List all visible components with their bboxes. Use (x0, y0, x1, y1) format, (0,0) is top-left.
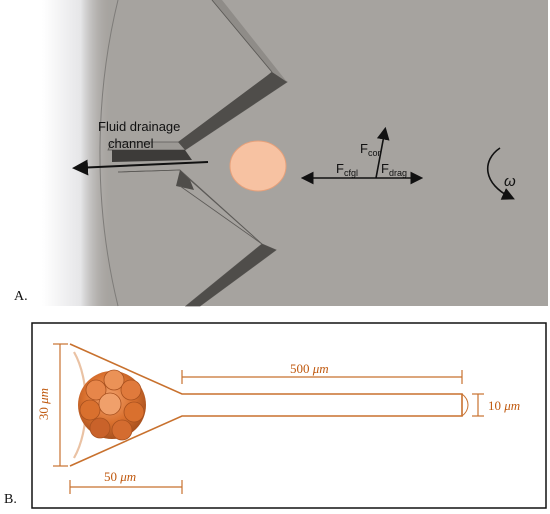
force-cfgl-label: Fcfgl (336, 161, 358, 178)
panel-b: 500 μm 30 μm 10 μm 50 μm (31, 322, 547, 509)
outer-wall-curve (99, 0, 119, 307)
upper-tooth (107, 0, 288, 162)
panel-b-label: B. (4, 492, 17, 507)
wall-glow (42, 0, 112, 306)
force-drag-label: Fdrag (381, 161, 407, 178)
force-cor-arrow (375, 126, 390, 179)
channel-label-line1: Fluid drainage (98, 119, 180, 134)
drainage-arrow (72, 159, 209, 176)
channel-end-break (461, 393, 469, 417)
dim-30-label: 30 μm (36, 388, 51, 420)
lower-tooth (117, 169, 277, 307)
rotation-arrow (486, 147, 515, 200)
particle (229, 140, 287, 192)
dim-10-label: 10 μm (488, 398, 520, 413)
dim-500-label: 500 μm (290, 361, 329, 376)
dim-50-label: 50 μm (104, 469, 136, 484)
force-cor-label: Fcor (360, 141, 380, 158)
channel-label-line2: channel (108, 136, 154, 151)
channel-outline (69, 343, 463, 467)
panel-a: Fluid drainage channel Fcor Fcfgl Fdrag … (42, 0, 548, 307)
panel-a-label: A. (14, 289, 28, 304)
cell-cluster (78, 369, 146, 441)
omega-label: ω (504, 173, 516, 190)
